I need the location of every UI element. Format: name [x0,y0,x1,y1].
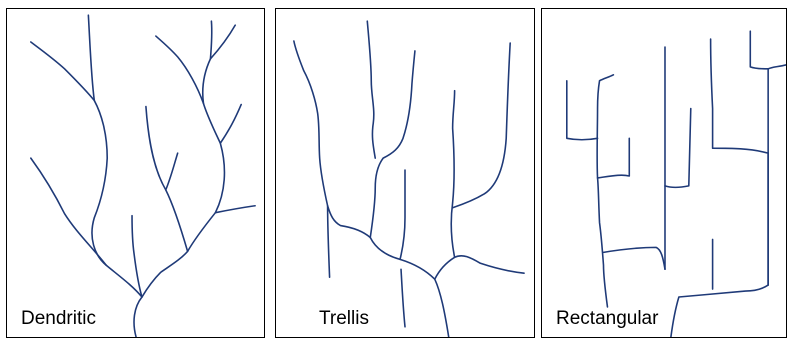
trellis-ridge-stream-b [367,21,375,158]
trellis-east-branch [453,43,511,208]
rectangular-mid-tributary [598,138,630,178]
dendritic-nw-tributary [88,15,94,100]
dendritic-stream-network [7,9,264,337]
rectangular-label: Rectangular [556,308,658,330]
dendritic-east-tributary [215,206,255,213]
rectangular-cross-link [603,247,664,269]
rectangular-east-top [750,31,768,69]
dendritic-west-trunk [31,42,142,297]
trellis-ridge-stream-a [370,51,415,238]
dendritic-ne-branch [156,36,204,103]
dendritic-central-spur [166,153,178,190]
dendritic-sw-inner [132,216,142,297]
rectangular-west-stream [597,75,613,307]
rectangular-main-stream [671,39,768,337]
rectangular-panel: Rectangular [541,8,787,338]
trellis-east-spur [401,269,405,327]
dendritic-east-upper [220,105,241,144]
trellis-central-tributary [400,170,405,259]
rectangular-stream-network [542,9,786,337]
rectangular-upper-west [567,81,598,140]
trellis-west-tributary [328,206,330,277]
dendritic-label: Dendritic [21,308,96,330]
dendritic-central-tributary [146,107,188,252]
rectangular-central-hook [665,109,691,188]
trellis-east-tributary [435,256,524,279]
dendritic-ne-top [210,21,211,59]
dendritic-panel: Dendritic [6,8,265,338]
trellis-stream-network [276,9,534,337]
trellis-label: Trellis [319,308,369,330]
trellis-east-stream [451,91,454,258]
dendritic-main-trunk [134,25,235,337]
trellis-panel: Trellis [275,8,535,338]
rectangular-east-column [768,65,786,285]
